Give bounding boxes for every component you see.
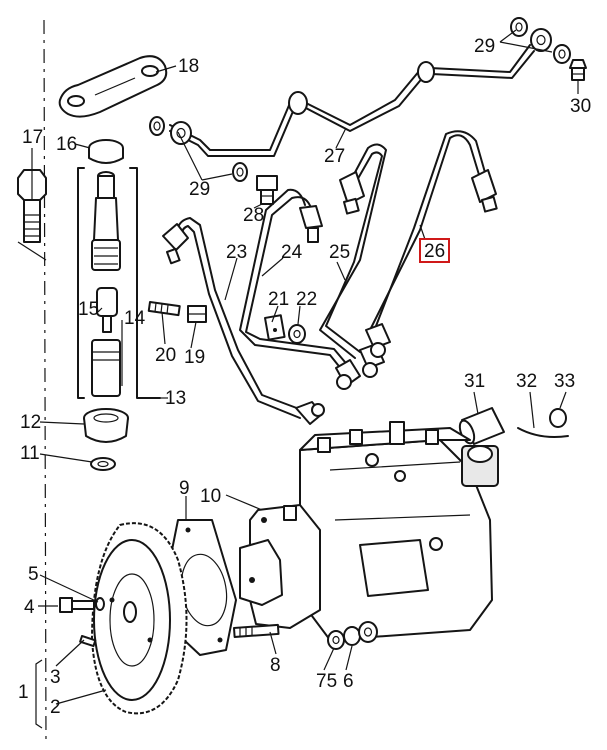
label-part-31: 31 bbox=[464, 371, 486, 392]
label-part-27: 27 bbox=[324, 146, 346, 167]
label-part-32: 32 bbox=[516, 371, 538, 392]
return-pipe bbox=[169, 28, 552, 157]
label-part-18: 18 bbox=[178, 56, 200, 77]
label-part-14: 14 bbox=[124, 308, 146, 329]
label-part-24: 24 bbox=[281, 242, 303, 263]
plug bbox=[549, 408, 567, 428]
label-part-20: 20 bbox=[155, 345, 177, 366]
label-part-25: 25 bbox=[329, 242, 351, 263]
label-part-28: 28 bbox=[243, 205, 265, 226]
label-part-1: 1 bbox=[18, 682, 29, 703]
drive-gear bbox=[91, 522, 188, 715]
leader-lines bbox=[17, 29, 579, 729]
label-part-11: 11 bbox=[20, 443, 40, 464]
reference-axis bbox=[43, 19, 47, 746]
long-bolt bbox=[17, 169, 47, 243]
nozzle-body bbox=[91, 339, 121, 397]
clamp-plate-small bbox=[264, 314, 286, 341]
label-part-16: 16 bbox=[56, 134, 78, 155]
copper-washer bbox=[88, 139, 124, 164]
label-part-22: 22 bbox=[296, 289, 318, 310]
label-part-17: 17 bbox=[22, 127, 44, 148]
highlighted-part-26: 26 bbox=[419, 238, 451, 263]
stud bbox=[147, 301, 181, 317]
injection-pipe-26 bbox=[365, 130, 498, 358]
label-part-75: 75 bbox=[316, 671, 338, 692]
banjo-washers bbox=[149, 17, 571, 182]
label-part-21: 21 bbox=[268, 289, 290, 310]
label-part-8: 8 bbox=[270, 655, 281, 676]
label-part-6: 6 bbox=[343, 671, 354, 692]
rubber-seal bbox=[517, 427, 569, 438]
bleed-screw bbox=[569, 59, 587, 81]
label-part-29-upper: 29 bbox=[474, 36, 496, 57]
injection-pump bbox=[239, 421, 499, 641]
label-part-3: 3 bbox=[50, 667, 61, 688]
injection-pipe-24 bbox=[239, 188, 361, 390]
label-part-10: 10 bbox=[200, 486, 222, 507]
label-part-5: 5 bbox=[28, 564, 39, 585]
gear-bolt bbox=[59, 597, 105, 613]
label-part-30: 30 bbox=[570, 96, 592, 117]
label-part-12: 12 bbox=[20, 412, 42, 433]
label-part-33: 33 bbox=[554, 371, 576, 392]
clamp-plate bbox=[58, 55, 168, 118]
label-part-15: 15 bbox=[78, 299, 100, 320]
label-part-13: 13 bbox=[165, 388, 187, 409]
nozzle-nut bbox=[83, 408, 129, 443]
sealing-washer bbox=[90, 457, 116, 471]
small-nut bbox=[288, 324, 306, 344]
label-part-2: 2 bbox=[50, 697, 61, 718]
label-part-9: 9 bbox=[179, 478, 190, 499]
mounting-stud bbox=[232, 623, 280, 638]
label-part-19: 19 bbox=[184, 347, 206, 368]
label-part-4: 4 bbox=[24, 597, 35, 618]
injector-body bbox=[91, 171, 121, 271]
pipe-clip bbox=[187, 305, 207, 323]
banjo-bolt bbox=[256, 175, 278, 205]
washer-and-nut bbox=[327, 621, 378, 650]
injector-pin bbox=[96, 287, 118, 333]
label-part-23: 23 bbox=[226, 242, 248, 263]
label-part-29-lower: 29 bbox=[189, 179, 211, 200]
woodruff-key bbox=[79, 635, 97, 648]
injection-pipe-23 bbox=[162, 217, 325, 425]
